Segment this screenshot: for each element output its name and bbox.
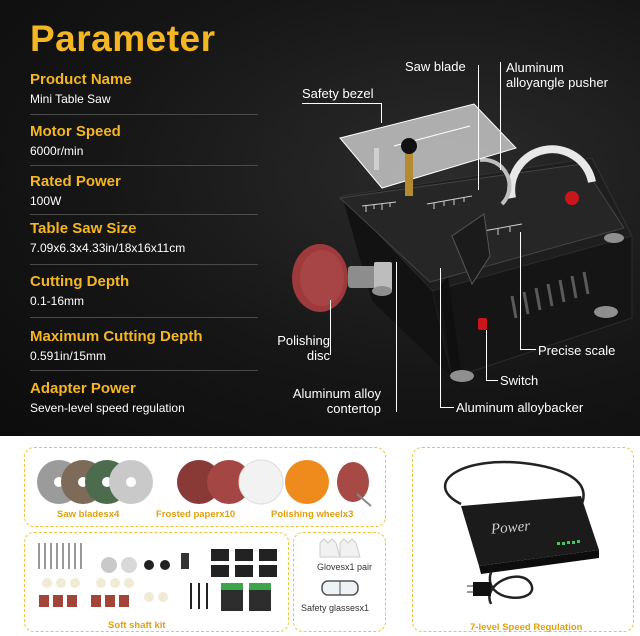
sanding-paper-icon [207,460,251,504]
accessory-box-blades: Saw bladesx4 Frosted paperx10 Polishing … [24,447,386,527]
knob-icon [565,191,579,205]
callout-pusher-line1: Aluminum [506,60,564,75]
callout-switch: Switch [500,373,539,388]
spec-product-name: Product Name Mini Table Saw [30,71,260,107]
spec-label: Table Saw Size [30,220,137,237]
spec-cutting-depth: Cutting Depth 0.1-16mm [30,273,260,309]
caption-gloves: Glovesx1 pair [317,562,373,572]
spec-label: Product Name [30,71,132,88]
callout-polishing-line1: Polishing [277,333,330,348]
callout-countertop-line1: Aluminum alloy [292,386,381,401]
mandrel-icon [160,560,170,570]
caption-soft-shaft-kit: Soft shaft kit [108,620,166,631]
callout-backer: Aluminum alloybacker [456,400,584,415]
accessory-box-safety: Glovesx1 pair Safety glassesx1 [293,532,386,632]
callout-polishing-disc: Polishing disc [240,333,330,363]
spec-value: 0.591in/15mm [30,349,107,363]
spec-max-cutting-depth: Maximum Cutting Depth 0.591in/15mm [30,328,260,364]
accessory-images [37,459,372,507]
spec-value: 6000r/min [30,144,84,158]
accessory-box-adapter: Power 7-level Speed Regulation [412,447,634,633]
leader-line [396,262,397,412]
spec-adapter-power: Adapter Power Seven-level speed regulati… [30,380,260,416]
leader-line [500,62,501,170]
callout-pusher-line2: alloyangle pusher [506,75,608,90]
spec-motor-speed: Motor Speed 6000r/min [30,123,260,159]
shaft-kit-images [38,543,277,611]
parameter-panel: Parameter Product Name Mini Table Saw Mo… [0,0,640,436]
spec-label: Maximum Cutting Depth [30,328,203,345]
callout-safety-bezel: Safety bezel [302,86,374,101]
mandrel-icon [144,560,154,570]
power-adapter-image [444,460,599,605]
divider [30,165,258,166]
leader-line [440,268,441,408]
leader-line [478,65,479,190]
spec-value: 0.1-16mm [30,294,85,308]
leader-line [440,407,454,408]
leader-line [486,380,498,381]
divider [30,214,258,215]
leader-line [302,103,382,104]
spec-rated-power: Rated Power 100W [30,173,260,209]
caption-saw-blades: Saw bladesx4 [57,509,120,520]
accessory-box-shaft-kit: Soft shaft kit [24,532,289,632]
callout-polishing-line2: disc [306,348,330,363]
caption-speed-regulation: 7-level Speed Regulation [470,622,583,633]
spec-label: Adapter Power [30,380,136,397]
polishing-wheel-icon [337,462,369,502]
switch-icon [478,318,487,330]
leader-line [520,349,536,350]
table-saw-illustration [292,103,633,386]
page-title: Parameter [30,18,216,59]
plug-icon [473,582,491,596]
spec-value: Mini Table Saw [30,92,111,106]
callout-countertop-line2: contertop [326,401,381,416]
spec-value: 7.09x6.3x4.33in/18x16x11cm [30,241,186,255]
power-brand-label: Power [490,518,531,538]
spec-table-saw-size: Table Saw Size 7.09x6.3x4.33in/18x16x11c… [30,220,260,256]
caption-glasses: Safety glassesx1 [301,603,370,613]
callout-countertop: Aluminum alloy contertop [270,386,381,416]
divider [30,317,258,318]
spec-label: Cutting Depth [30,273,130,290]
divider [30,370,258,371]
spec-label: Rated Power [30,173,121,190]
leader-line [381,103,382,123]
leader-line [486,330,487,380]
divider [30,114,258,115]
callout-pusher: Aluminum alloyangle pusher [506,60,608,90]
spec-value: 100W [30,194,62,208]
spec-value: Seven-level speed regulation [30,401,185,415]
divider [30,264,258,265]
callout-saw-blade: Saw blade [405,59,466,74]
caption-frosted-paper: Frosted paperx10 [156,509,236,520]
leader-line [520,232,521,350]
gloves-icon [319,538,361,558]
spec-label: Motor Speed [30,123,121,140]
callout-precise-scale: Precise scale [538,343,616,358]
safety-glasses-icon [321,580,359,596]
leader-line [330,300,331,355]
polishing-wheel-icon [238,459,284,505]
cutting-disc-icon [101,557,117,573]
caption-polishing-wheel: Polishing wheelx3 [271,509,354,520]
polishing-wheel-icon [285,460,329,504]
cutting-disc-icon [121,557,137,573]
